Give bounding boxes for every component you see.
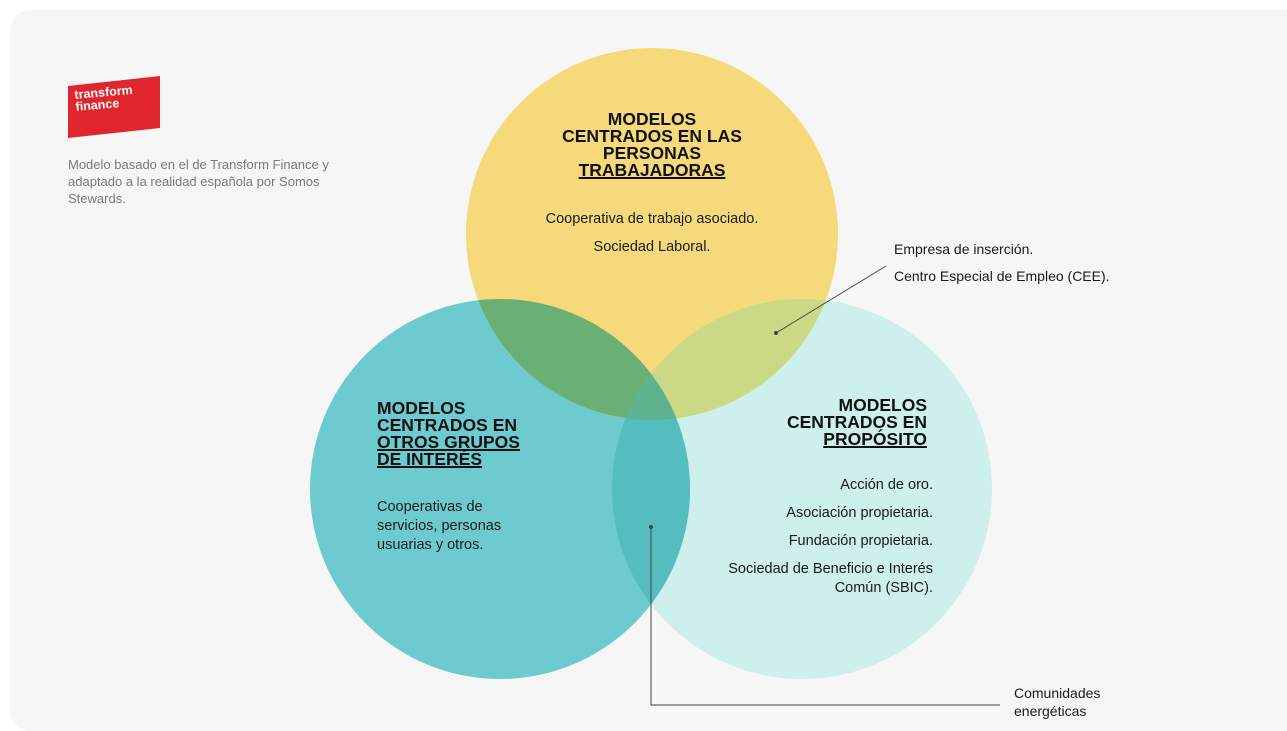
callout-item: Empresa de inserción. [894,241,1034,257]
purpose-title-line: CENTRADOS EN [786,412,927,432]
callout-line-workers-purpose [775,265,887,334]
stakeholders-title-line: OTROS GRUPOS [377,432,520,452]
stakeholders-title: MODELOS CENTRADOS EN OTROS GRUPOS DE INT… [377,398,577,469]
purpose-title-line: MODELOS [838,395,927,415]
purpose-items: Acción de oro. Asociación propietaria. F… [717,476,933,607]
purpose-title: MODELOS CENTRADOS EN PROPÓSITO [727,395,927,449]
callout-item: Centro Especial de Empleo (CEE). [894,268,1110,284]
stakeholders-items: Cooperativas de servicios, personas usua… [377,498,537,564]
purpose-item: Fundación propietaria. [788,533,933,549]
callout-line-stakeholders-purpose [650,527,1000,706]
workers-title-line: MODELOS [607,109,697,129]
callout-stakeholders-purpose: Comunidades energéticas [1014,684,1174,720]
callout-workers-purpose: Empresa de inserción. Centro Especial de… [894,240,1184,285]
callout-dot-stakeholders-purpose [649,525,653,529]
workers-item: Cooperativa de trabajo asociado. [545,211,759,227]
purpose-title-line: PROPÓSITO [823,429,927,449]
callout-item: energéticas [1014,703,1087,719]
overlap-workers-stakeholders [466,299,690,420]
workers-title-line: CENTRADOS EN LAS [562,126,742,146]
callout-dot-workers-purpose [774,331,778,335]
stakeholders-title-line: CENTRADOS EN [377,415,518,435]
purpose-item: Asociación propietaria. [786,505,933,521]
callout-item: Comunidades [1014,685,1101,701]
purpose-item: Sociedad de Beneficio e Interés Común (S… [728,561,933,596]
overlap-workers-purpose [612,299,838,420]
workers-items: Cooperativa de trabajo asociado. Socieda… [502,210,802,266]
workers-item: Sociedad Laboral. [593,239,711,255]
transform-finance-logo: transform finance [68,76,160,138]
workers-title-line: TRABAJADORAS [578,160,726,180]
workers-title-line: PERSONAS [602,143,702,163]
stakeholders-title-line: DE INTERÉS [377,449,483,469]
purpose-item: Acción de oro. [840,477,933,493]
stakeholders-item: Cooperativas de servicios, personas usua… [377,499,502,553]
workers-title: MODELOS CENTRADOS EN LAS PERSONAS TRABAJ… [532,109,772,180]
stakeholders-title-line: MODELOS [377,398,466,418]
intro-text: Modelo basado en el de Transform Finance… [68,157,329,206]
